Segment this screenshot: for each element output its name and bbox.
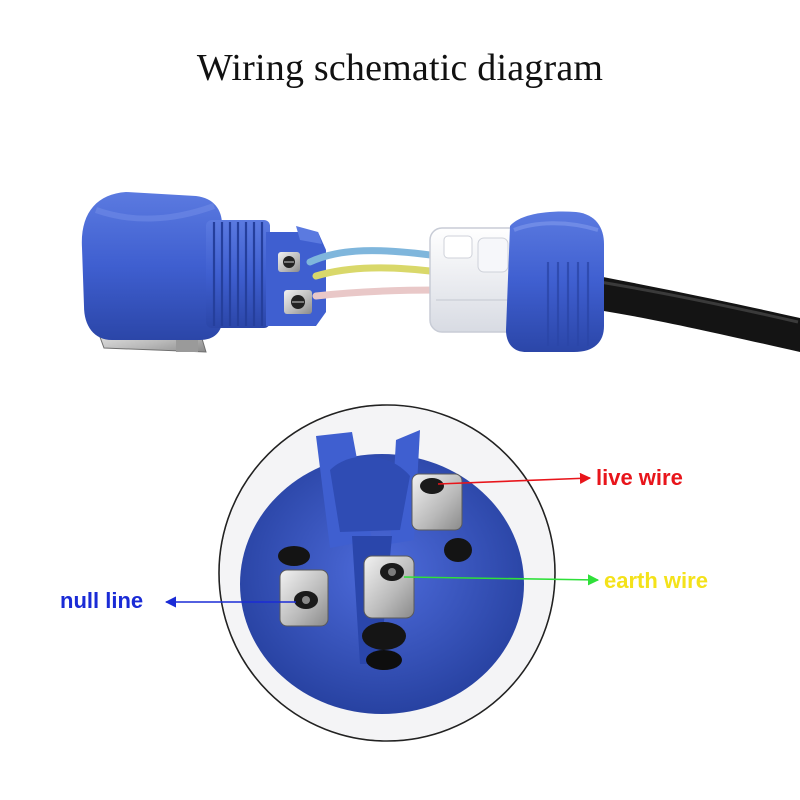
connector-assembly bbox=[81, 192, 800, 353]
wires bbox=[306, 247, 442, 300]
black-cable bbox=[598, 276, 800, 352]
null-line-label: null line bbox=[60, 588, 144, 613]
terminal-live bbox=[411, 473, 463, 531]
socket-face-icon bbox=[218, 404, 556, 742]
page-title: Wiring schematic diagram bbox=[196, 47, 604, 89]
earth-wire-label: earth wire bbox=[604, 568, 708, 593]
live-wire-arrow bbox=[437, 472, 592, 485]
terminal-earth bbox=[363, 555, 415, 619]
terminal-null bbox=[279, 569, 329, 627]
blue-locking-nut bbox=[506, 211, 604, 352]
earth-wire-arrow bbox=[403, 574, 600, 586]
screw-terminal-icon bbox=[278, 252, 312, 314]
live-wire-label: live wire bbox=[596, 465, 683, 490]
